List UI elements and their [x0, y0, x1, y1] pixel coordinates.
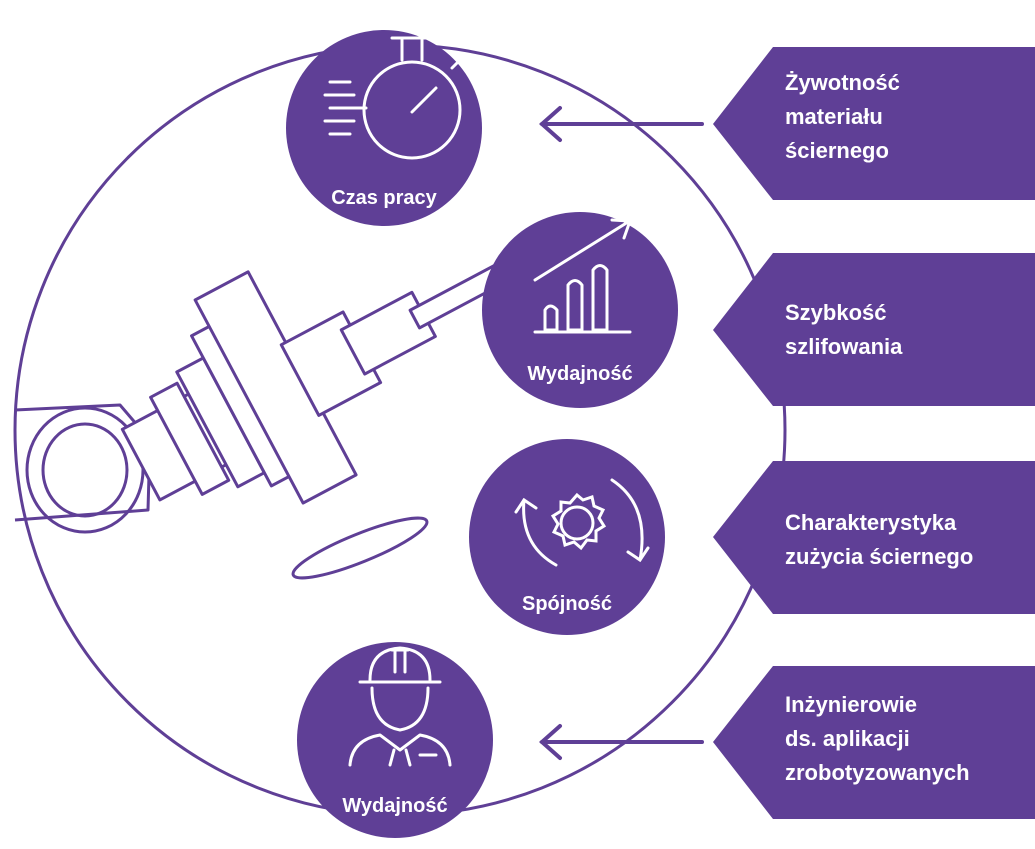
banner-3-line-1: Charakterystyka	[785, 510, 957, 535]
banner-1-line-1: Żywotność	[785, 70, 900, 95]
svg-text:Szybkość szlifowania: Szybkość szlifowania	[785, 300, 903, 359]
circle-label-3: Spójność	[522, 593, 612, 615]
circle-czas-pracy: Czas pracy	[286, 30, 482, 226]
banner-4-line-2: ds. aplikacji	[785, 726, 910, 751]
banner-2-line-1: Szybkość	[785, 300, 887, 325]
circle-label-4: Wydajność	[342, 795, 447, 817]
circle-label-2: Wydajność	[527, 363, 632, 385]
banner-3-line-2: zużycia ściernego	[785, 544, 973, 569]
arrow-4	[538, 724, 704, 760]
stopwatch-icon	[323, 36, 462, 160]
engineer-icon	[348, 646, 452, 767]
gear-cycle-icon	[514, 478, 650, 567]
banner-1-line-2: materiału	[785, 104, 883, 129]
banner-3: Charakterystyka zużycia ściernego	[713, 461, 1035, 614]
banner-4-line-3: zrobotyzowanych	[785, 760, 970, 785]
banner-4: Inżynierowie ds. aplikacji zrobotyzowany…	[713, 666, 1035, 819]
banner-2: Szybkość szlifowania	[713, 253, 1035, 406]
arrow-1	[538, 106, 704, 142]
svg-text:Żywotność materiału: Żywotność materiału ściernego	[785, 70, 906, 163]
banner-4-line-1: Inżynierowie	[785, 692, 917, 717]
banner-1: Żywotność materiału ściernego	[713, 47, 1035, 200]
circle-spojnosc: Spójność	[469, 439, 665, 635]
growth-chart-icon	[533, 218, 632, 334]
circle-wydajnosc: Wydajność	[482, 212, 678, 408]
robot-grinder-icon	[14, 261, 510, 580]
circle-label-1: Czas pracy	[331, 187, 437, 209]
banner-1-line-3: ściernego	[785, 138, 889, 163]
circle-wydajnosc-2: Wydajność	[297, 642, 493, 838]
banner-2-line-2: szlifowania	[785, 334, 903, 359]
svg-text:Inżynierowie ds. aplikac: Inżynierowie ds. aplikacji zrobotyzowany…	[785, 692, 970, 785]
svg-text:Charakterystyka zużycia: Charakterystyka zużycia ściernego	[785, 510, 973, 569]
